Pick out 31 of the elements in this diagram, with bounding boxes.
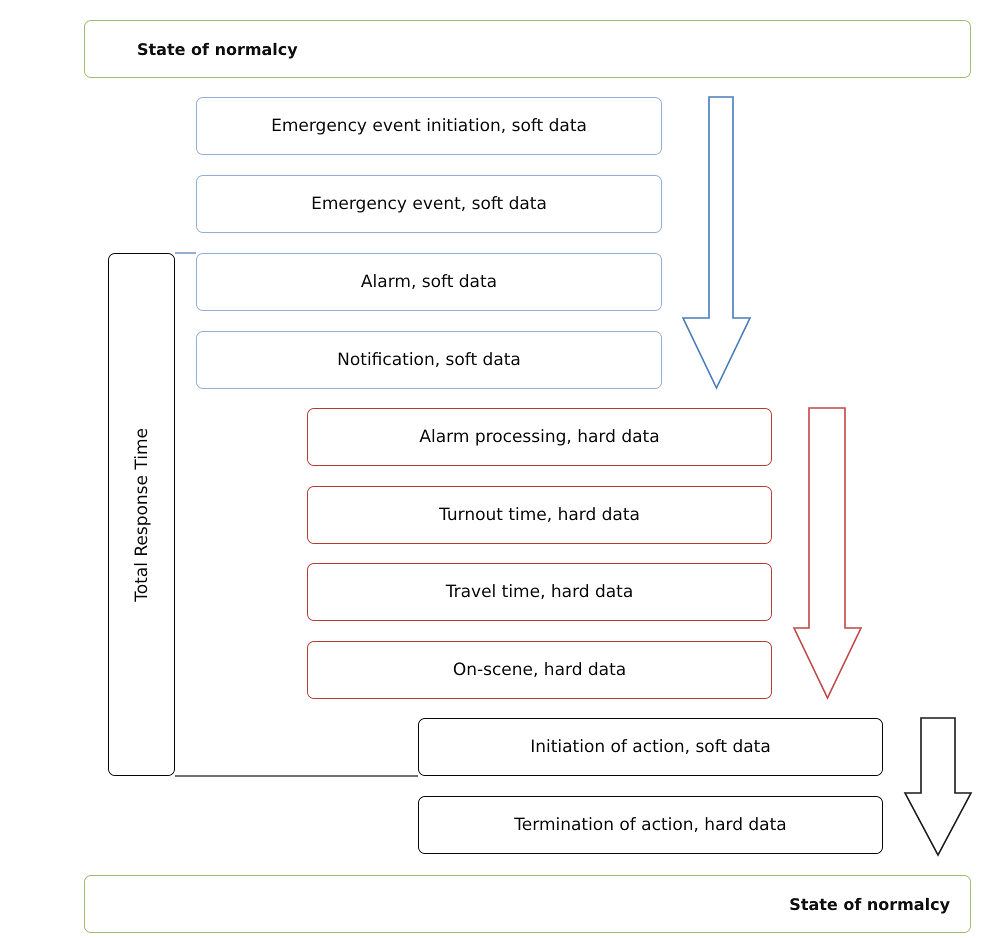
node-label: Emergency event, soft data <box>311 194 547 214</box>
node-label: Alarm, soft data <box>360 272 498 292</box>
bracket-box <box>108 253 175 776</box>
block-arrow <box>792 407 862 700</box>
node-label: Notification, soft data <box>337 350 521 370</box>
connector-line <box>175 252 196 254</box>
block-arrow <box>682 96 752 390</box>
connector-line <box>175 775 418 777</box>
process-box <box>196 331 662 389</box>
process-box <box>196 97 662 155</box>
node-label: Termination of action, hard data <box>514 815 787 835</box>
node-label: State of normalcy <box>789 894 950 914</box>
process-box <box>307 563 772 621</box>
process-box <box>307 408 772 466</box>
node-label: Travel time, hard data <box>446 582 634 602</box>
process-box <box>196 253 662 311</box>
node-label: Alarm processing, hard data <box>419 427 660 447</box>
node-label: On-scene, hard data <box>452 660 626 680</box>
process-box <box>418 796 883 854</box>
node-label: Emergency event initiation, soft data <box>271 116 587 136</box>
node-label: Turnout time, hard data <box>439 505 640 525</box>
process-box <box>307 641 772 699</box>
node-label: Initiation of action, soft data <box>530 737 771 757</box>
process-box <box>307 486 772 544</box>
state-band <box>84 875 971 933</box>
state-band <box>84 20 971 78</box>
vertical-label: Total Response Time <box>132 428 152 602</box>
block-arrow <box>904 717 972 857</box>
process-box <box>196 175 662 233</box>
process-box <box>418 718 883 776</box>
node-label: State of normalcy <box>137 40 298 58</box>
